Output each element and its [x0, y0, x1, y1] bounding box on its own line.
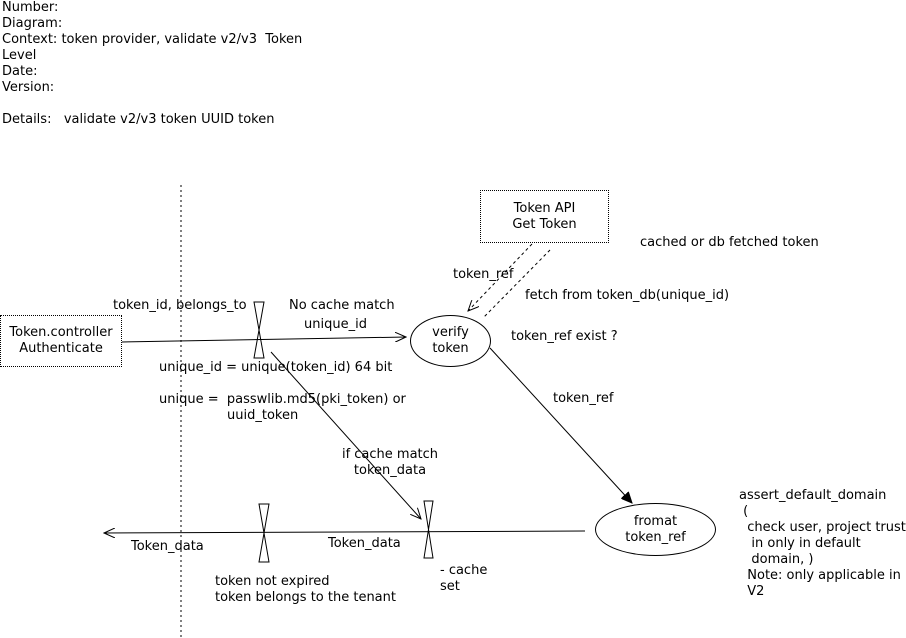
node-token-controller: Token.controller Authenticate [0, 315, 122, 367]
node-token-api-line2: Get Token [512, 216, 577, 232]
header-level: Level [2, 48, 37, 63]
node-format-token-ref: fromat token_ref [595, 503, 716, 556]
node-token-controller-line1: Token.controller [9, 325, 113, 340]
node-token-api: Token API Get Token [480, 190, 609, 243]
arrow-cache-match [270, 351, 421, 519]
header-number: Number: [2, 0, 59, 15]
label-unique-id: unique_id [304, 317, 367, 332]
bowtie-marker-left [258, 503, 270, 563]
label-not-expired-1: token not expired [215, 574, 330, 589]
label-cache-set-2: set [440, 579, 460, 594]
node-verify-token-line2: token [432, 341, 469, 356]
node-token-api-line1: Token API [513, 200, 576, 216]
label-unique-eq-1: unique = passwlib.md5(pki_token) or [159, 392, 406, 407]
header-diagram: Diagram: [2, 16, 63, 31]
node-verify-token: verify token [410, 315, 491, 367]
label-token-ref-api: token_ref [453, 267, 514, 282]
label-token-data-mid: Token_data [328, 536, 401, 551]
arrow-return-token-data [104, 531, 586, 533]
label-token-data-left: Token_data [131, 539, 204, 554]
label-fetch-db: fetch from token_db(unique_id) [525, 288, 730, 303]
header-version: Version: [2, 80, 55, 95]
label-not-expired-2: token belongs to the tenant [215, 590, 396, 605]
label-cached-or-db: cached or db fetched token [640, 235, 819, 250]
node-format-token-ref-line2: token_ref [625, 529, 686, 545]
header-date: Date: [2, 64, 38, 79]
label-cache-set-1: - cache [440, 563, 488, 578]
header-details: Details: validate v2/v3 token UUID token [2, 112, 275, 127]
label-token-ref-mid: token_ref [553, 391, 614, 406]
arrow-controller-to-verify [121, 337, 406, 343]
label-assert-7: V2 [739, 584, 765, 599]
node-token-controller-line2: Authenticate [19, 341, 103, 356]
arrow-verify-to-format [489, 347, 632, 503]
label-assert-2: ( [739, 504, 749, 519]
bowtie-marker-top [253, 301, 265, 359]
label-assert-1: assert_default_domain [739, 488, 887, 503]
bowtie-marker-right [423, 500, 434, 559]
arrow-api-to-verify-2 [482, 249, 551, 319]
label-assert-3: check user, project trust [739, 520, 906, 535]
node-verify-token-line1: verify [432, 325, 469, 340]
label-assert-5: domain, ) [739, 552, 814, 567]
label-if-cache-1: if cache match [341, 447, 439, 462]
label-assert-4: in only in default [739, 536, 861, 551]
node-format-token-ref-line1: fromat [633, 513, 678, 529]
label-token-id-belongs: token_id, belongs_to [113, 298, 247, 313]
label-if-cache-2: token_data [353, 463, 427, 478]
label-token-ref-exist: token_ref exist ? [511, 329, 618, 344]
label-assert-6: Note: only applicable in [739, 568, 901, 583]
label-no-cache: No cache match [289, 298, 395, 313]
label-unique-eq-2: uuid_token [227, 408, 299, 423]
header-context: Context: token provider, validate v2/v3 … [2, 32, 303, 47]
label-unique-id-calc: unique_id = unique(token_id) 64 bit [159, 360, 393, 375]
